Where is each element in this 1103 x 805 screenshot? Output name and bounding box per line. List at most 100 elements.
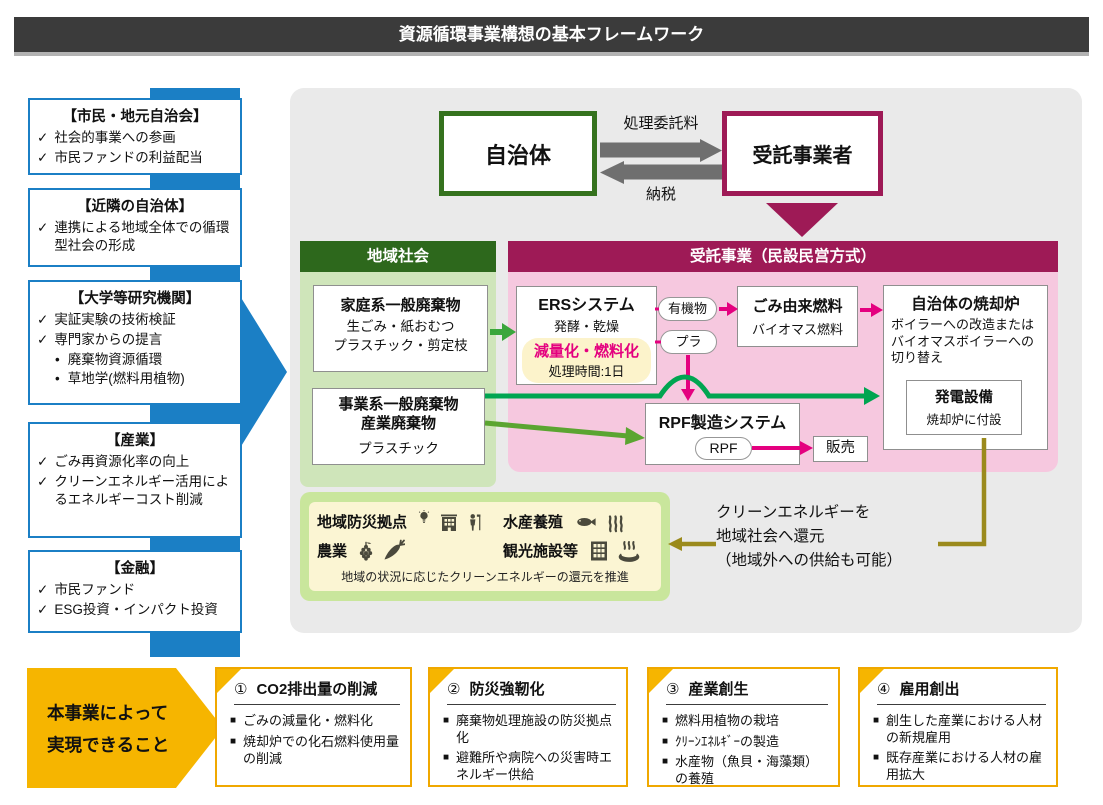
stakeholder-title: 【大学等研究機関】	[69, 291, 201, 307]
stakeholder-subitem: 廃棄物資源循環	[67, 351, 163, 367]
square-bullet-icon: ■	[443, 752, 450, 764]
stakeholder-title: 【金融】	[106, 561, 164, 577]
contracted-business-header: 受託事業（民設民営方式）	[508, 241, 1058, 272]
waste-fuel-box: ごみ由来燃料 バイオマス燃料	[737, 286, 858, 347]
corner-triangle-icon	[430, 669, 454, 693]
incinerator-box: 自治体の焼却炉 ボイラーへの改造またはバイオマスボイラーへの切り替え 発電設備 …	[883, 285, 1048, 450]
use-item-label: 地域防災拠点	[317, 514, 408, 531]
ers-title: ERSシステム	[538, 297, 635, 314]
energy-return-line: 地域社会へ還元	[716, 528, 825, 546]
use-item-disaster-base: 地域防災拠点	[317, 509, 503, 534]
community-use-box: 地域防災拠点	[300, 492, 670, 601]
rpf-system-box: RPF製造システム RPF	[645, 403, 800, 465]
ers-badge: 減量化・燃料化 処理時間:1日	[522, 338, 651, 383]
stakeholder-box-finance: 【金融】 ✓ 市民ファンド ✓ ESG投資・インパクト投資	[28, 550, 242, 633]
stakeholder-title: 【市民・地元自治会】	[62, 109, 208, 125]
power-generation-sub: 焼却炉に付設	[926, 413, 1002, 427]
stakeholder-box-neighbor-municipalities: 【近隣の自治体】 ✓連携による地域全体での循環型社会の形成	[28, 188, 242, 267]
building-icon	[441, 514, 458, 531]
bullet-icon: •	[55, 371, 60, 387]
stakeholder-box-research: 【大学等研究機関】 ✓実証実験の技術検証 ✓専門家からの提言 •廃棄物資源循環 …	[28, 280, 242, 405]
square-bullet-icon: ■	[230, 735, 237, 747]
outcome-bullet: ごみの減量化・燃料化	[243, 713, 374, 728]
corner-triangle-icon	[649, 669, 673, 693]
outcome-title: CO2排出量の削減	[256, 681, 378, 698]
power-generation-box: 発電設備 焼却炉に付設	[906, 380, 1022, 435]
square-bullet-icon: ■	[443, 715, 450, 726]
community-use-caption: 地域の状況に応じたクリーンエネルギーの還元を推進	[341, 570, 629, 584]
stakeholder-item: ESG投資・インパクト投資	[54, 601, 218, 617]
use-item-tourism: 観光施設等	[503, 539, 642, 563]
stakeholder-item: 市民ファンドの利益配当	[54, 149, 203, 165]
rpf-pill: RPF	[695, 437, 752, 460]
carrot-icon	[384, 539, 406, 559]
check-icon: ✓	[37, 454, 49, 469]
use-item-agriculture: 農業	[317, 539, 503, 563]
stakeholder-title: 【産業】	[106, 433, 164, 449]
fee-label: 処理委託料	[623, 115, 699, 132]
household-waste-box: 家庭系一般廃棄物 生ごみ・紙おむつ プラスチック・剪定枝	[313, 285, 488, 372]
ers-badge-sub: 処理時間:1日	[548, 364, 625, 379]
business-waste-line: プラスチック	[358, 440, 439, 456]
organic-pill: 有機物	[658, 297, 717, 321]
energy-return-text: クリーンエネルギーを 地域社会へ還元 （地域外への供給も可能）	[716, 501, 956, 573]
seaweed-icon	[608, 514, 623, 532]
stakeholder-subitem: 草地学(燃料用植物)	[67, 371, 185, 387]
lightbulb-icon	[418, 509, 430, 523]
incinerator-desc: ボイラーへの改造またはバイオマスボイラーへの切り替え	[891, 317, 1035, 366]
person-icon	[470, 513, 481, 531]
community-use-inner: 地域防災拠点	[309, 502, 661, 591]
stakeholder-box-citizens: 【市民・地元自治会】 ✓社会的事業への参画 ✓市民ファンドの利益配当	[28, 98, 242, 175]
stakeholder-item: ごみ再資源化率の向上	[54, 454, 190, 469]
square-bullet-icon: ■	[662, 715, 669, 726]
outcome-bullet: 水産物（魚貝・海藻類）の養殖	[675, 754, 819, 787]
outcome-bullet: 創生した産業における人材の新規雇用	[886, 713, 1043, 746]
check-icon: ✓	[37, 473, 49, 489]
square-bullet-icon: ■	[873, 715, 880, 726]
outcome-title: 雇用創出	[899, 681, 960, 698]
stakeholder-item: 市民ファンド	[54, 582, 136, 597]
bullet-icon: •	[55, 351, 60, 367]
corner-triangle-icon	[860, 669, 884, 693]
business-waste-title2: 産業廃棄物	[360, 414, 436, 432]
check-icon: ✓	[37, 130, 49, 145]
stakeholder-item: クリーンエネルギー活用によるエネルギーコスト削減	[54, 473, 230, 507]
outcome-arrow-line: 本事業によって	[47, 702, 169, 723]
corner-triangle-icon	[217, 669, 241, 693]
use-item-label: 観光施設等	[503, 543, 579, 560]
outcome-bullet: 焼却炉での化石燃料使用量の削減	[243, 733, 400, 766]
business-waste-box: 事業系一般廃棄物 産業廃棄物 プラスチック	[312, 388, 485, 465]
community-header: 地域社会	[300, 241, 496, 272]
hotel-building-icon	[591, 541, 608, 560]
check-icon: ✓	[37, 331, 49, 347]
waste-fuel-title: ごみ由来燃料	[752, 298, 843, 315]
household-waste-line: 生ごみ・紙おむつ	[346, 319, 455, 334]
energy-return-line: クリーンエネルギーを	[716, 504, 871, 521]
check-icon: ✓	[37, 582, 49, 597]
energy-return-line: （地域外への供給も可能）	[716, 552, 903, 570]
household-waste-title: 家庭系一般廃棄物	[340, 297, 461, 314]
square-bullet-icon: ■	[662, 735, 669, 747]
square-bullet-icon: ■	[230, 715, 237, 726]
outcome-bullet: 廃棄物処理施設の防災拠点化	[456, 713, 613, 746]
fish-icon	[577, 517, 596, 526]
grapes-icon	[359, 541, 373, 561]
household-waste-line: プラスチック・剪定枝	[333, 337, 468, 353]
stakeholder-item: 連携による地域全体での循環型社会の形成	[54, 220, 230, 253]
stakeholder-item: 実証実験の技術検証	[54, 312, 176, 327]
outcome-bullet: 燃料用植物の栽培	[675, 713, 780, 728]
stakeholder-title: 【近隣の自治体】	[77, 199, 193, 215]
stakeholder-item: 社会的事業への参画	[54, 130, 176, 145]
hot-spring-icon	[618, 540, 640, 562]
municipality-box: 自治体	[439, 111, 597, 196]
check-icon: ✓	[37, 601, 49, 617]
outcome-arrow-line: 実現できること	[47, 734, 170, 755]
incinerator-title: 自治体の焼却炉	[911, 296, 1020, 313]
contractor-box: 受託事業者	[722, 111, 883, 196]
rpf-title: RPF製造システム	[658, 415, 787, 432]
outcome-arrow: 本事業によって 実現できること	[27, 668, 223, 788]
